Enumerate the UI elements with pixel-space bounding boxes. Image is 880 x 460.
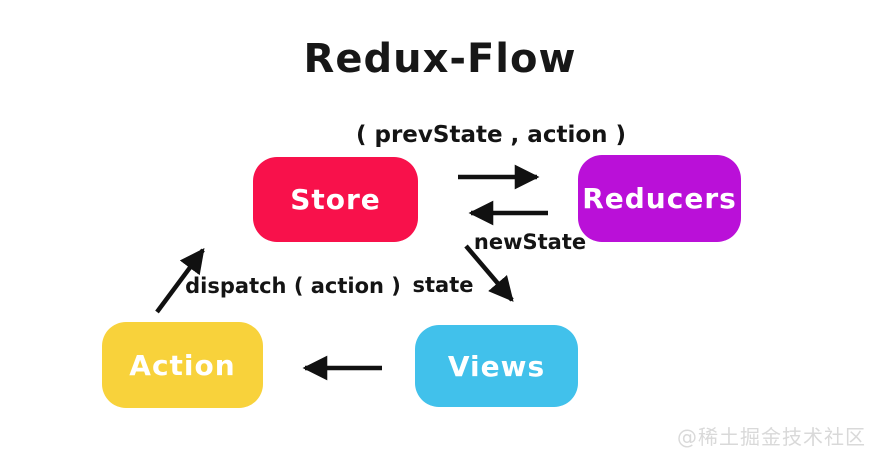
node-store-label: Store (290, 183, 381, 216)
watermark: @稀土掘金技术社区 (677, 425, 866, 449)
edge-label-prevstate-action: ( prevState , action ) (355, 122, 627, 148)
edge-label-state: state (412, 273, 474, 297)
node-views: Views (415, 325, 578, 407)
node-views-label: Views (447, 349, 546, 383)
diagram-title: Redux-Flow (303, 36, 577, 82)
node-reducers: Reducers (578, 155, 741, 242)
node-action-label: Action (129, 348, 236, 382)
edge-label-newstate: newState (473, 230, 587, 254)
node-action: Action (102, 322, 263, 408)
edge-label-dispatch-action: dispatch ( action ) (185, 274, 401, 298)
node-store: Store (253, 157, 418, 242)
node-reducers-label: Reducers (582, 182, 737, 215)
